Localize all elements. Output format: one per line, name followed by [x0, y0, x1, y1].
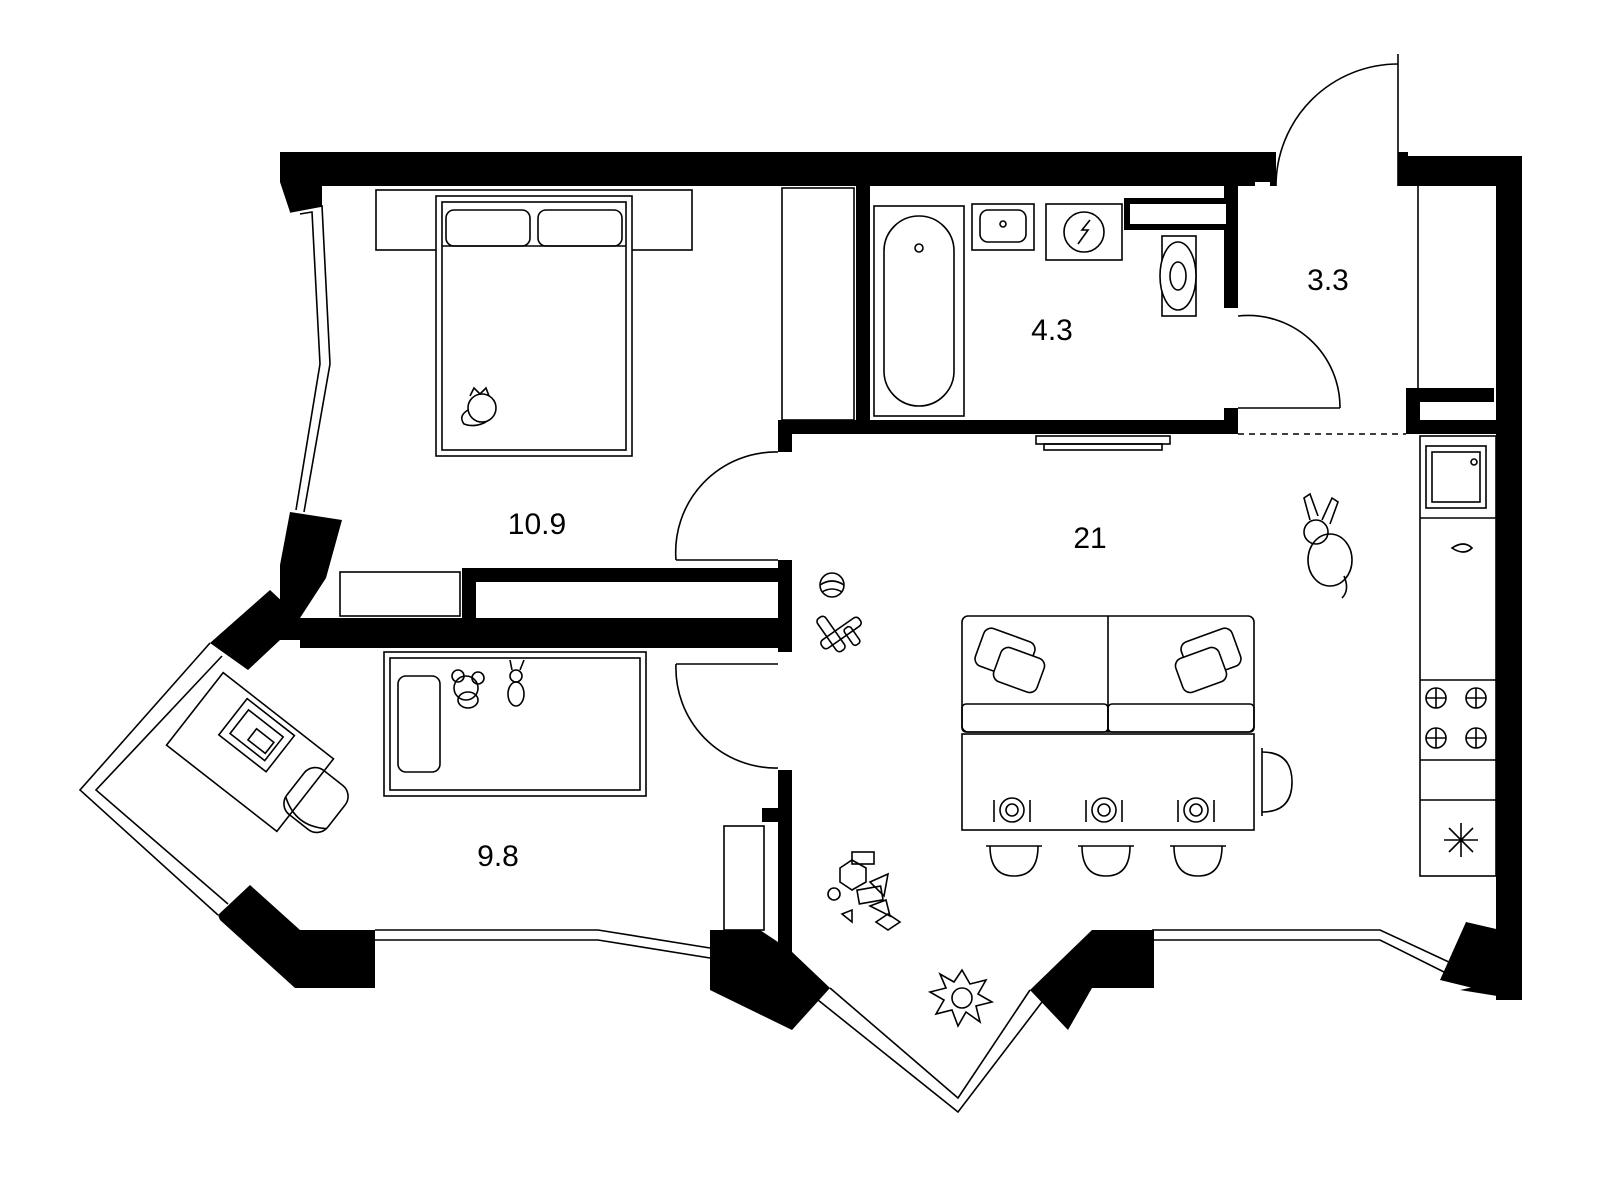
washbasin-icon	[971, 203, 1035, 251]
toy-bunny-icon	[1303, 492, 1353, 599]
tap-icon	[1450, 543, 1474, 553]
toys-icon	[827, 851, 902, 931]
ball-icon	[819, 572, 845, 598]
tv-icon	[1035, 435, 1171, 451]
stove-icon	[1425, 687, 1487, 749]
desk-icon	[165, 671, 335, 833]
cabinet	[723, 825, 765, 931]
room-area-bathroom: 4.3	[1031, 314, 1073, 347]
toilet-icon	[1159, 235, 1197, 317]
cat-icon	[460, 386, 497, 427]
laptop-icon	[217, 697, 296, 773]
kitchen-counter	[1419, 435, 1497, 877]
walls	[210, 152, 1522, 1030]
toy-plane-icon	[816, 615, 862, 653]
plant-icon	[927, 968, 995, 1028]
sink-icon	[1425, 445, 1487, 509]
double-bed-icon	[375, 189, 693, 457]
dining-table-icon	[961, 733, 1255, 831]
child-bed-icon	[383, 651, 647, 797]
toy-bunny-icon	[451, 659, 525, 709]
doors	[674, 54, 1406, 769]
room-area-living-kitchen: 21	[1073, 522, 1106, 555]
shelf	[339, 571, 461, 617]
sofa-icon	[961, 615, 1255, 733]
bathtub-icon	[873, 205, 965, 417]
room-area-kids-room: 9.8	[477, 840, 519, 873]
chair-icon	[283, 766, 349, 834]
fridge-icon	[1444, 823, 1478, 857]
wardrobe	[781, 187, 855, 421]
washing-machine-icon	[1045, 203, 1123, 261]
chair-icon	[986, 748, 1293, 877]
room-area-bedroom: 10.9	[508, 508, 566, 541]
windows	[78, 186, 1467, 1114]
room-area-hallway: 3.3	[1307, 264, 1349, 297]
